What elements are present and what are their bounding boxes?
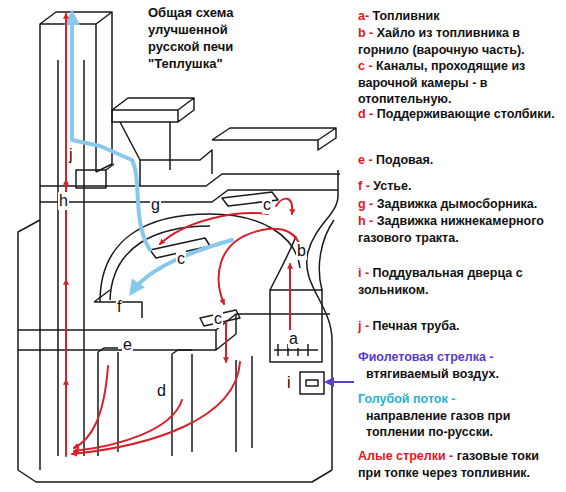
ash-door [300, 372, 324, 394]
key-term: i - [358, 266, 369, 280]
hearth-slab [18, 314, 330, 350]
key-description: направление газов при топлении по-русски… [358, 408, 564, 441]
legend-line: Голубой поток - направление газов при то… [358, 391, 564, 441]
red-gas-flow [65, 280, 67, 300]
upper-shelf [40, 164, 340, 202]
legend-line: e - Подовая. [358, 152, 564, 169]
key-term: g - [358, 197, 373, 211]
key-term: Голубой поток - [358, 392, 455, 406]
callout-letter: e [122, 336, 133, 354]
key-description: Поддувальная дверца с зольником. [358, 266, 523, 297]
throat-curve [270, 220, 334, 290]
key-term: f - [358, 179, 370, 193]
chimney-outline [40, 12, 112, 470]
red-gas-flow [65, 380, 67, 400]
key-description: Каналы, проходящие из варочной камеры - … [358, 59, 525, 106]
red-gas-flow [72, 362, 240, 454]
legend-line: d - Поддерживающие столбики. [358, 106, 564, 123]
legend-line: a- Топливник [358, 8, 564, 25]
hood-walls [120, 122, 212, 186]
legend-line: Алые стрелки - газовые токи при топке че… [358, 448, 564, 481]
legend-line: i - Поддувальная дверца с зольником. [358, 265, 564, 298]
callout-letter: j [68, 146, 74, 164]
support-columns [98, 348, 252, 456]
key-description: Устье. [373, 179, 411, 193]
key-description: Задвижка нижнекамерного газового тракта. [358, 214, 544, 245]
key-term: a- [358, 9, 369, 23]
key-description: Хайло из топливника в горнило (варочную … [358, 26, 525, 57]
blue-gas-flow [72, 14, 150, 250]
callout-letter: h [58, 192, 69, 210]
callout-letter: b [296, 242, 307, 260]
callout-letter: i [286, 374, 292, 392]
key-description: Печная труба. [373, 319, 460, 333]
legend-line: j - Печная труба. [358, 318, 564, 335]
purple-air-arrow [326, 381, 354, 383]
key-term: b - [358, 26, 373, 40]
key-term: h - [358, 214, 373, 228]
legend-line: h - Задвижка нижнекамерного газового тра… [358, 213, 564, 246]
legend-line: f - Устье. [358, 178, 564, 195]
callout-letter: a [288, 330, 299, 348]
legend-line: g - Задвижка дымосборника. [358, 196, 564, 213]
key-term: d - [358, 107, 373, 121]
key-term: Фиолетовая стрелка - [358, 350, 494, 364]
key-term: j - [358, 319, 369, 333]
key-term: c - [358, 59, 373, 73]
callout-letter: d [156, 382, 167, 400]
callout-letter: c [213, 310, 223, 328]
red-gas-flow [289, 264, 291, 340]
key-term: e - [358, 153, 373, 167]
top-slab [212, 128, 336, 150]
red-gas-flow [276, 199, 292, 214]
red-gas-flow [74, 400, 182, 451]
red-gas-flow [65, 14, 67, 456]
legend-line: c - Каналы, проходящие из варочной камер… [358, 58, 564, 108]
red-gas-flow [74, 366, 108, 448]
firebox [270, 290, 322, 362]
key-description: Топливник [373, 9, 440, 23]
key-description: втягиваемый воздух. [358, 366, 564, 383]
legend-line: Фиолетовая стрелка - втягиваемый воздух. [358, 349, 564, 382]
key-term: Алые стрелки - [358, 449, 453, 463]
callout-letter: c [176, 250, 186, 268]
damper-box [76, 164, 114, 188]
red-gas-flow [219, 229, 300, 304]
key-description: Подовая. [376, 153, 433, 167]
hood-cap [112, 98, 194, 122]
key-description: Задвижка дымосборника. [377, 197, 538, 211]
callout-letter: c [262, 196, 272, 214]
red-gas-flow [160, 213, 268, 244]
callout-letter: g [150, 196, 161, 214]
blue-gas-flow [132, 240, 232, 292]
diagram-title: Общая схема улучшенной русской печи "Теп… [148, 4, 264, 72]
legend-line: b - Хайло из топливника в горнило (вароч… [358, 25, 564, 58]
mouth [94, 290, 142, 318]
channel-plates [150, 192, 278, 326]
red-gas-flow [225, 322, 227, 362]
key-description: Поддерживающие столбики. [377, 107, 555, 121]
callout-letter: f [116, 298, 122, 316]
